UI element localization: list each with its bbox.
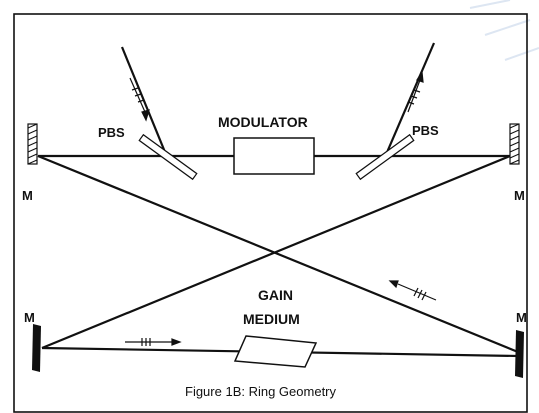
arrow-bottom-right	[125, 338, 182, 346]
gain-label-line1: GAIN	[258, 287, 293, 303]
mirror-label-top-right: M	[514, 188, 525, 203]
mirror-top-right	[509, 123, 520, 165]
mirror-bottom-right	[515, 330, 524, 378]
output-beam-right	[383, 42, 436, 158]
mirror-label-top-left: M	[22, 188, 33, 203]
mirror-label-bottom-right: M	[516, 310, 527, 325]
mirror-label-bottom-left: M	[24, 310, 35, 325]
arrow-output-right	[407, 70, 424, 113]
diagonal-beam-a	[37, 154, 519, 354]
figure-border	[13, 13, 528, 413]
arrow-output-left	[129, 77, 150, 122]
pbs-right	[355, 133, 415, 181]
figure-caption: Figure 1B: Ring Geometry	[185, 384, 337, 399]
gain-medium	[233, 335, 318, 368]
pbs-left-label: PBS	[98, 125, 125, 140]
mirror-top-left	[27, 123, 38, 165]
arrow-upper-left	[388, 280, 437, 301]
modulator-box	[233, 137, 315, 175]
gain-label-line2: MEDIUM	[243, 311, 300, 327]
pbs-right-label: PBS	[412, 123, 439, 138]
mirror-bottom-left	[32, 324, 41, 372]
watermark	[469, 0, 539, 61]
diagonal-beam-b	[41, 154, 511, 350]
beam-paths	[37, 42, 519, 358]
modulator-label: MODULATOR	[218, 114, 308, 130]
pbs-left	[138, 133, 198, 181]
output-beam-left	[120, 46, 169, 158]
